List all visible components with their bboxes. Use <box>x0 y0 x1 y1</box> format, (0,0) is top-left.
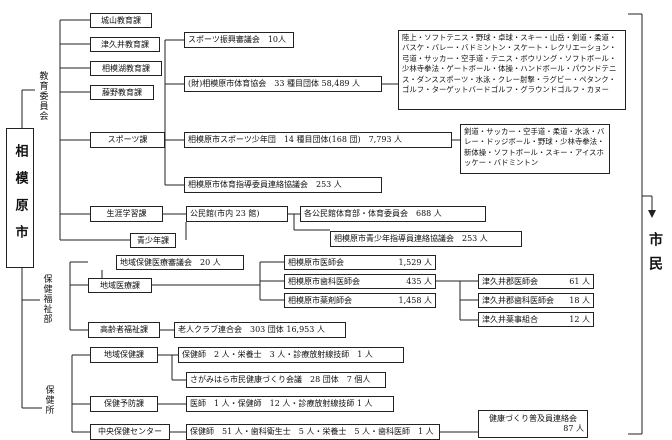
pharmacists-association: 相模原市薬剤師会 1,458 人 <box>284 293 436 308</box>
kominkan-sports-committee: 各公民館体育部・体育委員会 688 人 <box>300 206 486 222</box>
tsukui-pharmacy-union: 津久井薬事組合 12 人 <box>478 312 594 327</box>
sports-division: スポーツ課 <box>90 132 165 148</box>
regional-health-council: 地域保健医療審議会 20 人 <box>116 255 244 270</box>
tsukui-dentists-count: 18 人 <box>569 295 590 305</box>
group-welfare-label: 保健福祉部 <box>41 274 52 324</box>
regional-medical-division: 地域医療課 <box>88 278 152 293</box>
sports-association-events: 陸上・ソフトテニス・野球・卓球・スキー・山岳・剣道・柔道・バスケ・バレー・バドミ… <box>398 30 626 110</box>
citizens-label: 市民 <box>647 232 663 280</box>
root-city-box: 相模原市 <box>6 128 34 268</box>
root-city-label: 相模原市 <box>12 144 28 252</box>
sagamiko-division: 相模湖教育課 <box>90 61 162 76</box>
tsukui-dentists-association: 津久井郡歯科医師会 18 人 <box>478 293 594 308</box>
arrow-down-icon <box>648 210 656 218</box>
sports-association: (財)相模原市体育協会 33 種目団体 58,489 人 <box>184 76 382 92</box>
group-education-label: 教育委員会 <box>37 71 48 121</box>
sports-youth-club: 相模原市スポーツ少年団 14 種目団体(168 団) 7,793 人 <box>184 132 452 148</box>
pharmacists-count: 1,458 人 <box>398 295 432 305</box>
doctors-association: 相模原市医師会 1,529 人 <box>284 255 436 270</box>
doctors-label: 相模原市医師会 <box>288 257 344 267</box>
dentists-label: 相模原市歯科医師会 <box>288 276 360 286</box>
fujino-division: 藤野教育課 <box>90 85 154 100</box>
dentists-association: 相模原市歯科医師会 435 人 <box>284 274 436 289</box>
regional-health-staff: 保健師 2 人・栄養士 3 人・診療放射線技師 1 人 <box>178 347 404 363</box>
central-health-staff: 保健師 51 人・歯科衛生士 5 人・栄養士 5 人・歯科医師 1 人 <box>186 424 440 440</box>
dentists-count: 435 人 <box>406 276 432 286</box>
group-health-center-label: 保健所 <box>43 385 54 415</box>
pharmacists-label: 相模原市薬剤師会 <box>288 295 352 305</box>
tsukui-division: 津久井教育課 <box>90 37 160 52</box>
health-promoters-council: 健康づくり普及員連絡会 87 人 <box>478 410 588 438</box>
shiroyama-division: 城山教育課 <box>90 13 152 28</box>
sports-instructors-council: 相模原市体育指導委員連絡協議会 253 人 <box>184 177 382 193</box>
health-promoters-count: 87 人 <box>563 424 584 433</box>
elderly-welfare-division: 高齢者福祉課 <box>88 322 160 338</box>
tsukui-dentists-label: 津久井郡歯科医師会 <box>482 295 554 305</box>
prevention-staff: 医師 1 人・保健師 12 人・診療放射線技師 1 人 <box>186 396 394 412</box>
youth-instructors-council: 相模原市青少年指導員連絡協議会 253 人 <box>330 231 522 247</box>
youth-division: 青少年課 <box>130 233 176 248</box>
doctors-count: 1,529 人 <box>398 257 432 267</box>
central-health-center: 中央保健センター <box>90 424 170 440</box>
sagamihara-health-conference: さがみはら市民健康づくり会議 28 団体 7 個人 <box>186 372 386 388</box>
tsukui-pharmacy-label: 津久井薬事組合 <box>482 314 538 324</box>
prevention-division: 保健予防課 <box>90 396 158 412</box>
elderly-club-federation: 老人クラブ連合会 303 団体 16,953 人 <box>174 322 346 338</box>
tsukui-doctors-association: 津久井郡医師会 61 人 <box>478 274 594 289</box>
tsukui-pharmacy-count: 12 人 <box>569 314 590 324</box>
sports-council: スポーツ振興審議会 10人 <box>184 32 294 48</box>
tsukui-doctors-count: 61 人 <box>569 276 590 286</box>
regional-health-division: 地域保健課 <box>90 347 158 363</box>
health-promoters-label: 健康づくり普及員連絡会 <box>489 414 577 423</box>
sports-youth-club-events: 剣道・サッカー・空手道・柔道・水泳・バレー・ドッジボール・野球・少林寺拳法・新体… <box>460 124 610 174</box>
tsukui-doctors-label: 津久井郡医師会 <box>482 276 538 286</box>
lifelong-learning-division: 生涯学習課 <box>90 206 163 222</box>
kominkan-box: 公民館(市内 23 館) <box>186 206 288 222</box>
